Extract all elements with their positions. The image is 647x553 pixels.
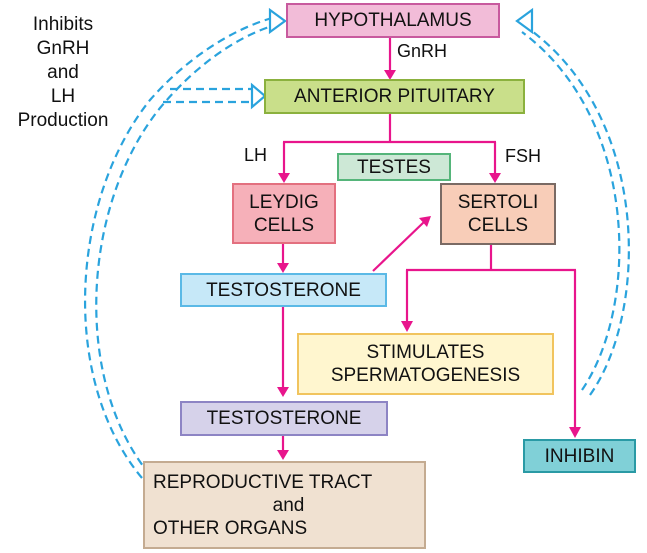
node-leydig-cells: LEYDIG CELLS [232,183,336,244]
edge-label-fsh: FSH [505,146,541,166]
feedback-curve-left-outer [83,16,273,479]
arrow-testosterone-to-sertoli [372,221,425,272]
node-hypothalamus: HYPOTHALAMUS [286,3,500,38]
node-label: TESTOSTERONE [206,279,361,301]
arrowhead [401,321,413,332]
arrowhead [277,263,289,273]
node-label-line: SPERMATOGENESIS [330,365,521,386]
node-testes: TESTES [337,153,451,181]
edge-label-lh: LH [244,145,268,165]
node-testosterone-2: TESTOSTERONE [180,401,388,436]
side-note-line: LH [50,86,76,107]
node-label: ANTERIOR PITUITARY [294,86,495,107]
side-note-line: and [47,62,79,83]
arrowhead [278,173,290,183]
node-label-line: CELLS [253,214,315,236]
feedback-curve-right-outer [521,23,630,396]
feedback-arrows [83,16,630,479]
arrowhead [277,450,289,460]
node-label-line: and [272,494,305,516]
feedback-curve-left-inner [95,24,273,476]
side-note-line: Production [17,110,109,131]
node-label-line: LEYDIG [249,191,319,213]
side-note-line: Inhibits [32,14,94,35]
arrowehead [419,216,431,227]
open-arrowhead-icon [268,7,287,35]
node-label-line: OTHER ORGANS [153,517,308,539]
node-testosterone-1: TESTOSTERONE [180,273,387,307]
node-label-line: CELLS [467,215,529,236]
side-note-line: GnRH [36,38,90,59]
arrowhead [569,427,581,438]
arrowhead [384,70,396,80]
node-inhibin: INHIBIN [523,439,636,473]
arrowhead [489,173,501,183]
feedback-curve-right-inner [521,31,621,391]
flow-arrows [277,37,581,460]
node-label-line: SERTOLI [457,192,539,213]
node-stimulates-spermatogenesis: STIMULATES SPERMATOGENESIS [297,333,554,395]
node-label-line: STIMULATES [366,342,485,363]
edge-label-gnrh: GnRH [397,41,448,61]
node-anterior-pituitary: ANTERIOR PITUITARY [264,79,525,114]
node-label: TESTES [357,156,431,178]
node-label-line: REPRODUCTIVE TRACT [153,471,373,493]
side-note-inhibits-gnrh-lh: Inhibits GnRH and LH Production [4,13,122,133]
node-label: HYPOTHALAMUS [314,10,472,31]
node-label: TESTOSTERONE [206,408,362,429]
node-label: INHIBIN [544,445,615,467]
arrowhead [277,387,289,397]
open-arrowhead-icon [250,82,267,110]
feedback-arrowheads [250,7,534,110]
node-reproductive-tract: REPRODUCTIVE TRACT and OTHER ORGANS [143,461,426,549]
open-arrowhead-icon [515,7,534,35]
node-sertoli-cells: SERTOLI CELLS [440,183,556,245]
